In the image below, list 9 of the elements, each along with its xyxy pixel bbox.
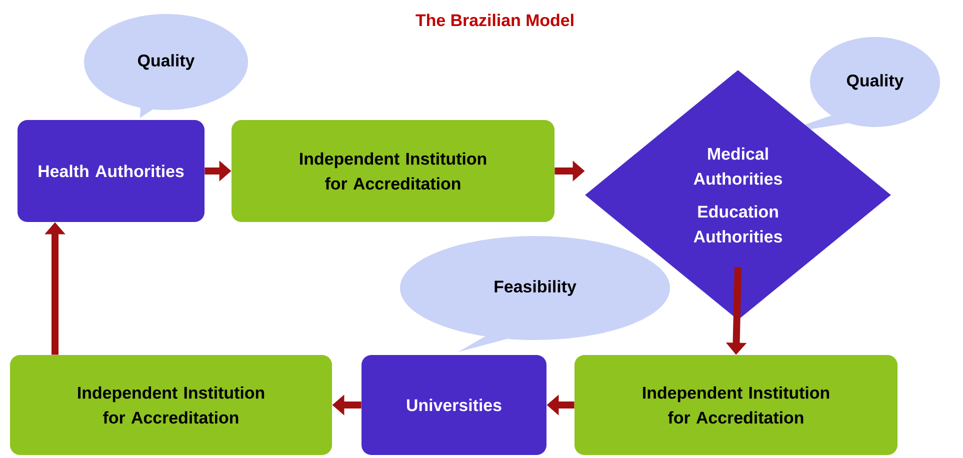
speech-bubble: Quality <box>775 37 940 135</box>
process-box: Independent Institution for Accreditation <box>574 355 898 455</box>
speech-bubble: Quality <box>84 14 248 118</box>
title: The Brazilian Model <box>416 14 574 26</box>
process-box: Independent Institution for Accreditation <box>10 355 332 455</box>
process-box: Independent Institution for Accreditation <box>232 120 554 222</box>
speech-bubble: Feasibility <box>400 236 670 352</box>
process-box: Health Authorities <box>18 120 204 222</box>
process-box: Universities <box>362 355 546 455</box>
